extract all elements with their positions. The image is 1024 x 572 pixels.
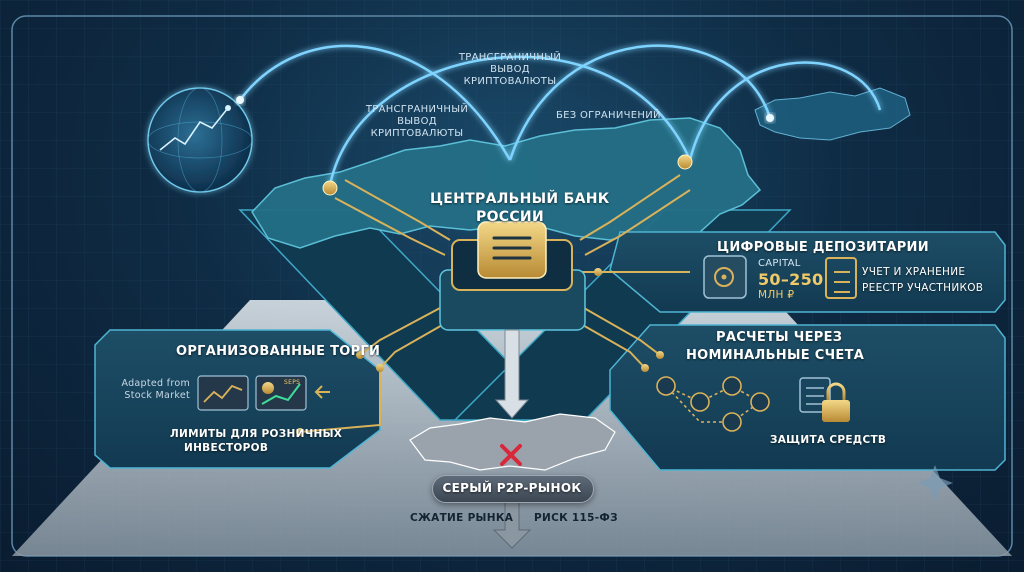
ledger-icon — [799, 377, 831, 413]
grey-russia-map — [409, 413, 616, 471]
settlements-title-line1: Расчеты через — [716, 330, 843, 345]
globe — [147, 87, 253, 193]
center-title-line1: Центральный банк — [430, 191, 610, 207]
depositaries-title: Цифровые депозитарии — [717, 240, 929, 255]
risk-115-label: Риск 115-ФЗ — [534, 512, 618, 524]
sparkle-icon — [917, 465, 953, 501]
center-title: Центральный банк России — [430, 190, 610, 226]
close-icon — [500, 444, 522, 466]
lock-icon — [822, 382, 850, 422]
clipboard-icon — [825, 257, 857, 299]
depositaries-item1: Учет и хранение — [862, 266, 966, 278]
chart-screen-icon — [197, 375, 249, 411]
russia-silhouette-right — [754, 87, 911, 141]
user-icons — [656, 376, 770, 432]
russia-map — [251, 117, 762, 249]
capital-label: Capital — [758, 258, 801, 269]
arc-label-left: Трансграничный вывод криптовалюты — [365, 104, 469, 139]
market-squeeze-label: Сжатие рынка — [410, 512, 514, 524]
center-title-line2: России — [476, 209, 544, 225]
arrow-left-icon — [314, 385, 330, 399]
protection-label: Защита средств — [770, 434, 887, 446]
central-chip — [439, 221, 586, 331]
capital-value: 50–250 — [758, 270, 824, 289]
limits-line1: Лимиты для розничных — [170, 428, 343, 440]
glow-arcs — [239, 44, 882, 186]
bitcoin-chart-icon — [255, 375, 307, 411]
panel-settlements — [609, 324, 1006, 471]
circuit-traces — [299, 174, 691, 433]
depositaries-item2: реестр участников — [862, 282, 984, 294]
grey-market-label: Серый P2P-рынок — [442, 481, 582, 495]
arrow-down-icon — [494, 329, 530, 419]
bank-icon — [492, 236, 532, 260]
trading-title: Организованные торги — [176, 344, 381, 359]
settlements-title-line2: номинальные счета — [686, 348, 865, 363]
limits-line2: инвесторов — [184, 442, 269, 454]
trading-note: Adapted from Stock Market — [121, 378, 190, 401]
grey-market-pill — [432, 475, 594, 503]
arc-label-top: Трансграничный вывод криптовалюты — [458, 52, 562, 87]
arc-nodes — [236, 96, 774, 196]
capital-unit: млн ₽ — [758, 289, 795, 301]
circuit-pads — [296, 268, 664, 436]
arrow-bottom-icon — [492, 499, 532, 549]
safe-icon — [703, 255, 747, 299]
arc-label-right: Без ограничений — [556, 110, 661, 121]
chart-chip-label: SEPS — [284, 379, 301, 386]
